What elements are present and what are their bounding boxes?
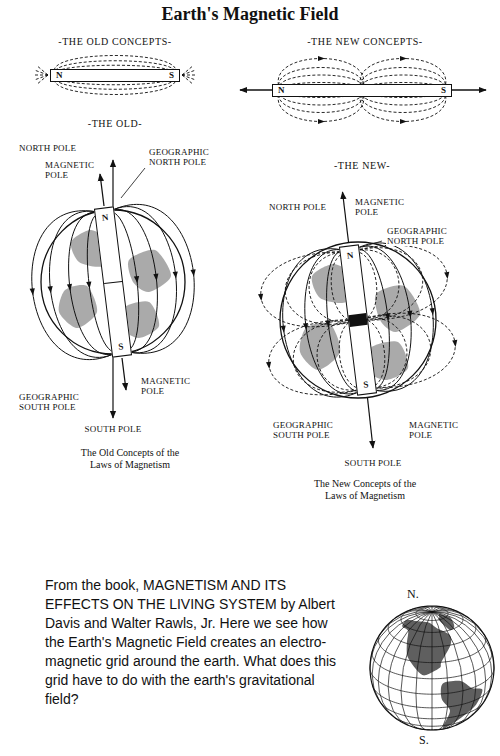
new-globe-field (258, 192, 457, 448)
section-heading: -THE NEW- (332, 160, 392, 172)
grid-globe (370, 606, 494, 730)
field-arrow (258, 294, 263, 301)
pole-letter: S (441, 85, 446, 95)
magnetic-axis-arrow (368, 398, 374, 448)
pole-label: NORTH POLE (268, 202, 327, 212)
pole-label: GEOGRAPHIC SOUTH POLE (272, 420, 342, 440)
field-line (35, 70, 48, 75)
leader-line (121, 168, 145, 198)
field-arrow (430, 308, 435, 315)
pole-label: SOUTH POLE (344, 458, 403, 468)
pole-label: MAGNETIC POLE (354, 197, 408, 217)
pole-label: GEOGRAPHIC NORTH POLE (148, 147, 218, 167)
field-arrow (48, 286, 53, 293)
field-arrow (400, 56, 407, 61)
pole-letter: S (118, 341, 124, 352)
field-arrow (134, 276, 139, 283)
globe-pole-label: N. (406, 588, 420, 601)
magnetic-axis-arrow (343, 192, 349, 242)
field-arrow (266, 362, 271, 369)
description-text: From the book, MAGNETISM AND ITS EFFECTS… (45, 576, 345, 709)
field-line (35, 75, 48, 80)
magnet-divider (104, 281, 122, 284)
field-arrow (281, 326, 286, 333)
pole-label: NORTH POLE (18, 143, 77, 153)
geographic-axis-arrow (112, 160, 113, 210)
pole-label: SOUTH POLE (84, 424, 143, 434)
globe-pole-label: S. (418, 734, 430, 747)
figure-caption: The Old Concepts of the Laws of Magnetis… (71, 447, 189, 471)
field-line (37, 66, 48, 75)
continent-shape (300, 323, 341, 370)
graticule-grid (370, 606, 494, 730)
field-line (37, 75, 48, 84)
new-bar-field (240, 56, 486, 124)
globe-sphere (370, 606, 494, 730)
field-arrow (318, 119, 325, 124)
section-heading: -THE OLD CONCEPTS- (56, 36, 174, 48)
bar-magnet: NS (339, 244, 377, 395)
pole-letter: S (169, 70, 174, 80)
field-arrow (173, 271, 178, 278)
pole-letter: N (101, 212, 109, 223)
field-line (182, 75, 193, 84)
magnetic-axis-arrow (122, 358, 126, 390)
bar-magnet: NS (272, 84, 452, 97)
magnetic-axis-arrow (100, 174, 104, 206)
field-arrow (400, 119, 407, 124)
pole-label: MAGNETIC POLE (44, 160, 98, 180)
field-arrow (444, 272, 449, 279)
pole-label: GEOGRAPHIC NORTH POLE (386, 226, 456, 246)
leader-line (362, 241, 382, 247)
earth-globe (280, 242, 436, 398)
diagram-title: Earth's Magnetic Field (162, 3, 339, 25)
section-heading: -THE NEW CONCEPTS- (305, 36, 425, 48)
field-line (182, 75, 195, 80)
magnet-band (348, 313, 367, 327)
field-line (182, 66, 193, 75)
field-arrow (86, 282, 91, 289)
continent-shape (128, 250, 171, 292)
field-arrow (153, 274, 158, 281)
field-arrow (452, 340, 457, 347)
globe-outline (370, 606, 494, 730)
pole-label: GEOGRAPHIC SOUTH POLE (18, 392, 88, 412)
figure-caption: The New Concepts of the Laws of Magnetis… (306, 478, 424, 502)
bar-magnet: NS (94, 206, 132, 357)
section-heading: -THE OLD- (86, 118, 145, 130)
old-bar-field (34, 56, 196, 95)
pole-label: MAGNETIC POLE (408, 420, 462, 440)
pole-letter: S (363, 379, 369, 390)
pole-letter: N (278, 85, 285, 95)
geographic-axis-arrow (112, 354, 113, 418)
field-arrow (191, 269, 196, 276)
old-globe-field (30, 160, 196, 418)
pole-label: MAGNETIC POLE (140, 376, 194, 396)
field-arrow (318, 56, 325, 61)
field-arrow (30, 288, 35, 295)
globe-outline (280, 242, 436, 398)
field-line (182, 70, 195, 75)
pole-letter: N (346, 250, 354, 261)
bar-magnet: NS (50, 69, 180, 82)
field-arrow (67, 284, 72, 291)
pole-letter: N (56, 70, 63, 80)
continent-shape (375, 285, 420, 332)
